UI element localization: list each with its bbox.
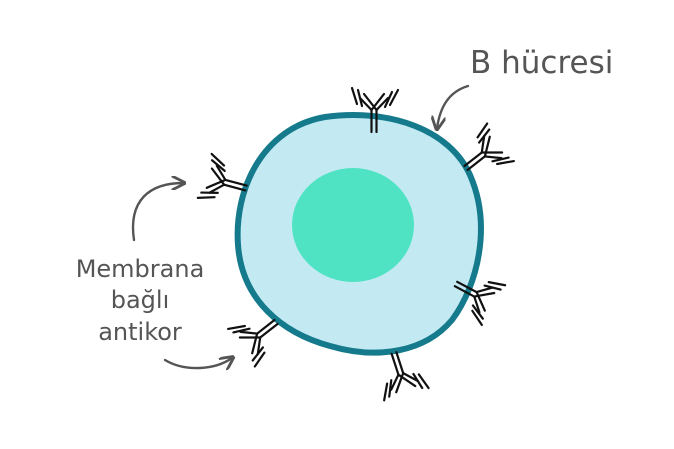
b-cell-nucleus — [292, 168, 414, 282]
antibody-arrow-top-icon — [131, 183, 183, 242]
antibody-label-line2: bağlı — [111, 286, 170, 314]
cell-arrow-icon — [437, 84, 470, 128]
cell-label: B hücresi — [470, 45, 613, 81]
antibody-arrow-bottom-icon — [163, 358, 232, 368]
antibody-label-line3: antikor — [98, 318, 182, 346]
antibody-label-line1: Membrana — [76, 255, 205, 283]
